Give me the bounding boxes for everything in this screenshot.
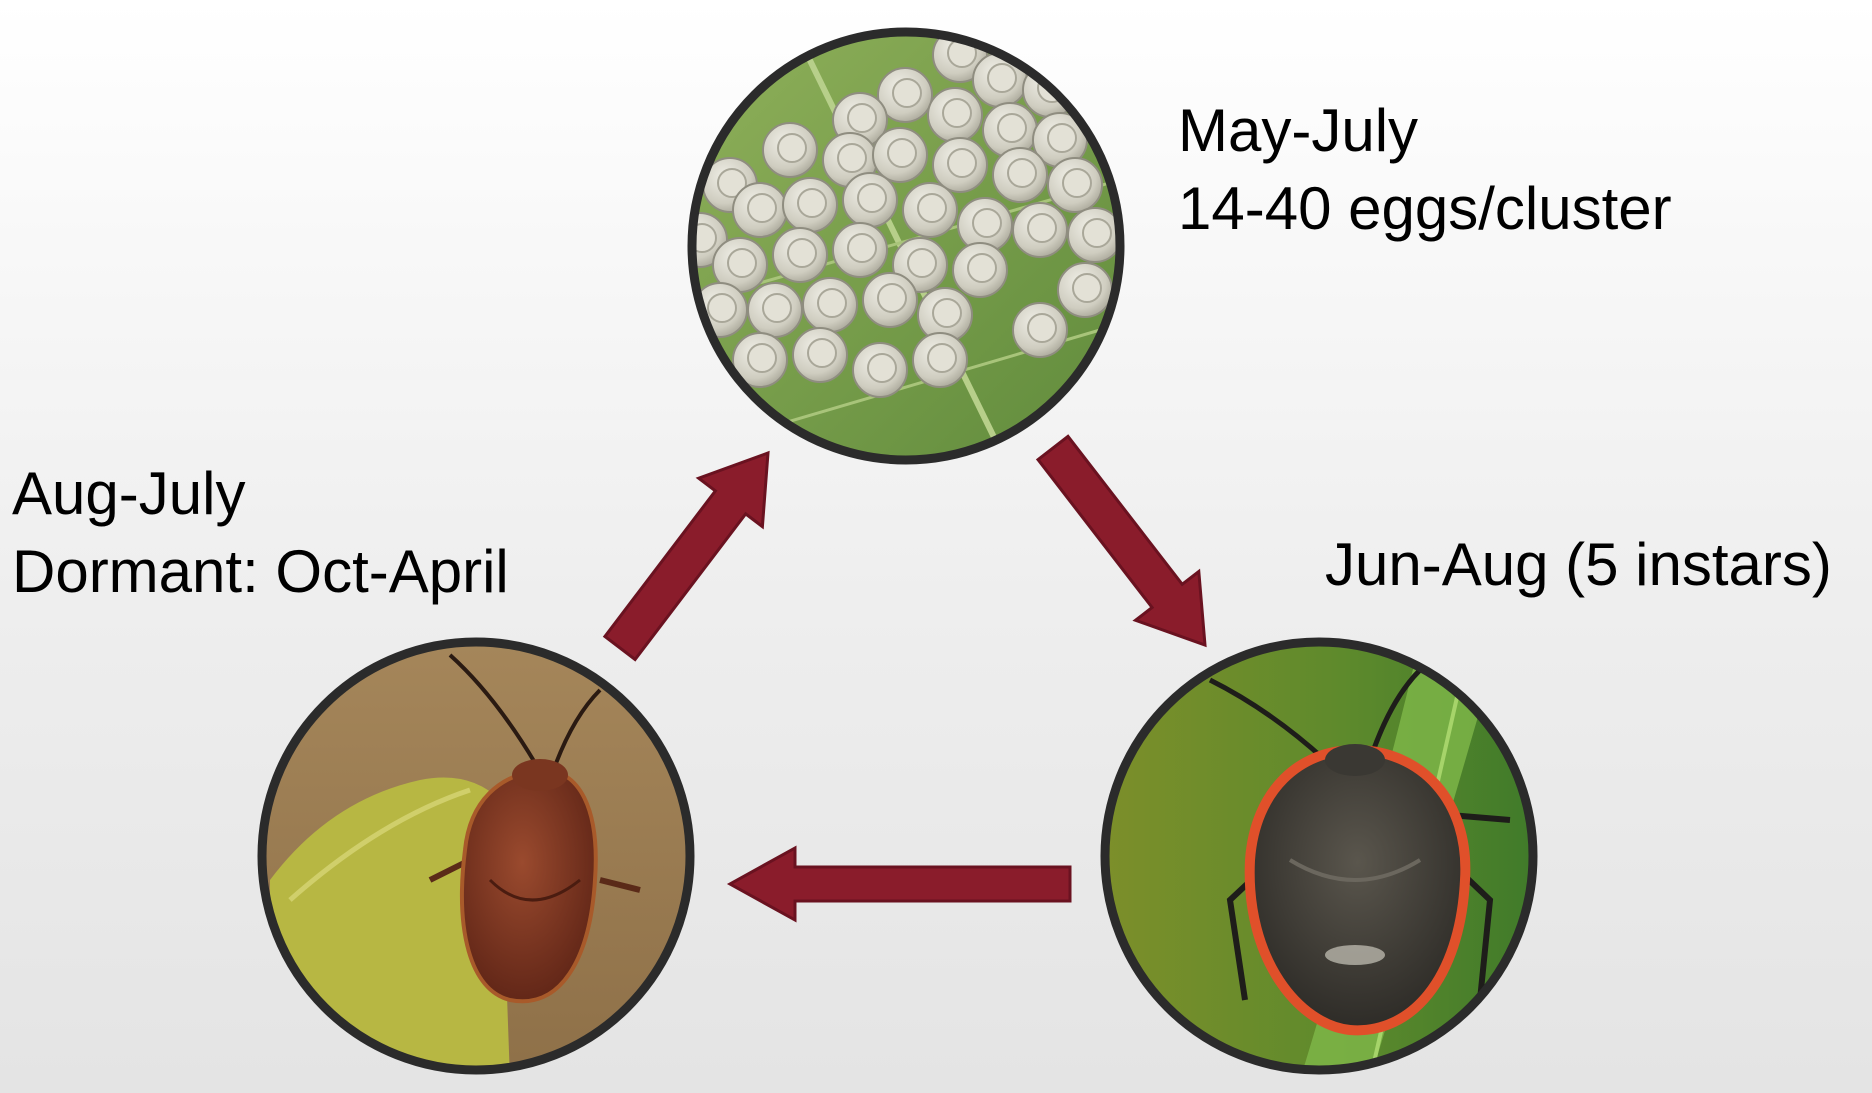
adult-stage-label: Aug-July Dormant: Oct-April [12, 455, 509, 611]
adult-photo [250, 640, 690, 1080]
adult-dormant-text: Dormant: Oct-April [12, 533, 509, 611]
egg-cluster-photo [673, 28, 1130, 470]
nymph-stage-label: Jun-Aug (5 instars) [1325, 526, 1832, 604]
eggs-period-text: May-July [1178, 92, 1672, 170]
eggs-cluster-text: 14-40 eggs/cluster [1178, 170, 1672, 248]
arrow-eggs-to-nymph [1038, 436, 1205, 645]
nymph-photo [1100, 640, 1540, 1080]
arrow-adult-to-eggs [605, 453, 768, 660]
eggs-stage-label: May-July 14-40 eggs/cluster [1178, 92, 1672, 248]
nymph-period-text: Jun-Aug (5 instars) [1325, 526, 1832, 604]
arrow-nymph-to-adult [730, 848, 1070, 920]
adult-period-text: Aug-July [12, 455, 509, 533]
